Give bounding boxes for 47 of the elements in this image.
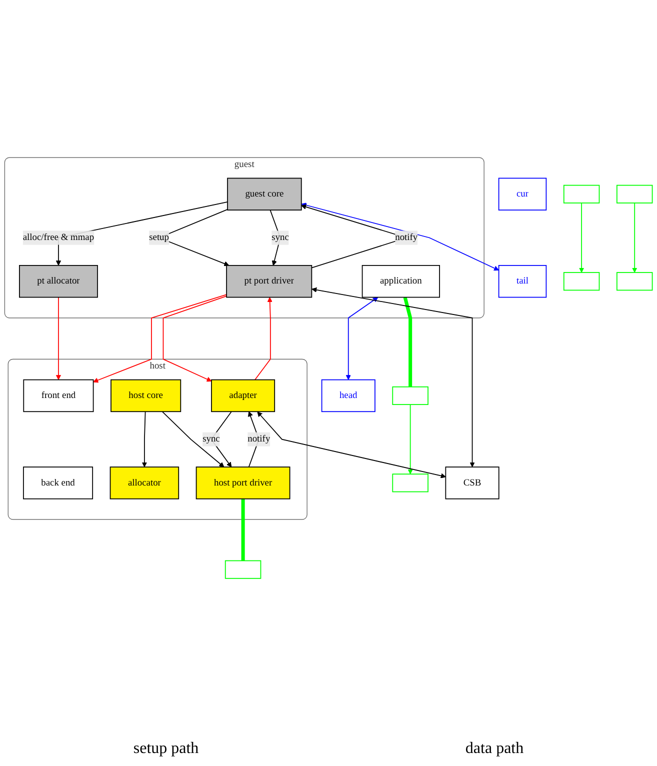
node-box: [616, 272, 653, 291]
arrow: [142, 411, 148, 468]
node-box: [563, 272, 600, 291]
edge-label: alloc/free & mmap: [22, 232, 94, 242]
arrow: [301, 202, 500, 271]
arrow: [257, 412, 446, 478]
node-box: adapter: [211, 379, 276, 412]
node-box: tail: [498, 265, 547, 298]
node-box: [224, 560, 262, 579]
arrow: [248, 411, 260, 468]
node-box: allocator: [110, 466, 180, 500]
arrow: [162, 296, 227, 382]
arrow: [408, 404, 413, 474]
arrow: [162, 411, 224, 468]
edge-label: notify: [248, 434, 270, 444]
arrow: [56, 202, 228, 266]
arrow: [56, 296, 62, 380]
arrow: [93, 294, 227, 383]
node-box: [392, 386, 428, 405]
node-box: cur: [498, 178, 547, 210]
edge-label: sync: [272, 232, 289, 242]
edge-label: sync: [202, 434, 220, 444]
node-box: CSB: [445, 466, 500, 500]
arrow: [578, 202, 584, 273]
path-caption: data path: [465, 740, 524, 758]
arrow: [270, 210, 281, 266]
arrow: [632, 202, 638, 273]
arrow: [312, 287, 475, 468]
connector: [241, 498, 245, 561]
arrow: [346, 297, 378, 380]
node-box: head: [321, 379, 376, 412]
node-box: guest core: [227, 178, 302, 210]
edge-label: setup: [149, 232, 169, 242]
connector: [403, 296, 412, 387]
node-box: back end: [23, 466, 94, 500]
node-box: [616, 184, 653, 204]
node-box: [392, 474, 428, 492]
node-box: application: [362, 265, 440, 298]
node-box: [563, 184, 600, 204]
node-box: host port driver: [196, 466, 290, 500]
arrow: [254, 297, 272, 380]
edge-label: notify: [395, 232, 418, 242]
path-caption: setup path: [133, 740, 199, 758]
node-box: pt allocator: [19, 265, 98, 298]
node-box: host core: [110, 379, 182, 412]
node-box: front end: [23, 379, 94, 412]
node-box: pt port driver: [226, 265, 312, 298]
